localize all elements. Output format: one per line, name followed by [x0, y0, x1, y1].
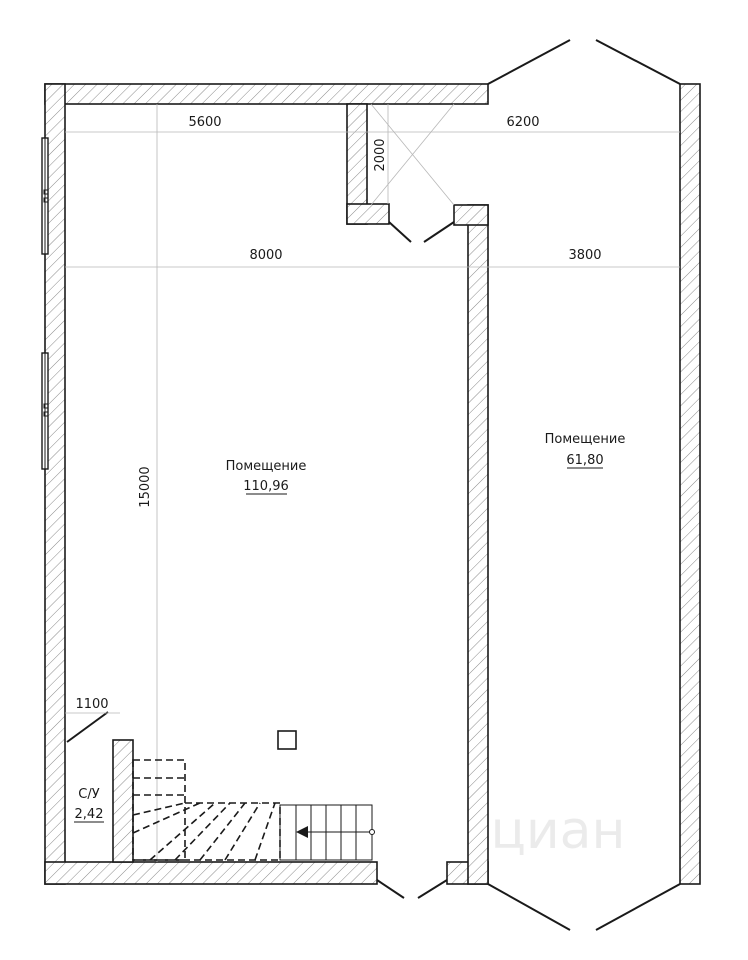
- dim-vestibule: 2000: [373, 138, 388, 171]
- room-main-area: 110,96: [243, 479, 289, 494]
- dim-top-left: 5600: [188, 115, 221, 130]
- dim-room-height: 15000: [138, 466, 153, 507]
- door-vestibule-left: [388, 221, 412, 243]
- windows-left: [41, 137, 49, 470]
- wall-top-left: [44, 83, 489, 105]
- walls: [44, 83, 701, 885]
- wall-right: [679, 83, 701, 885]
- column: [277, 730, 297, 750]
- room-side-name: Помещение: [545, 432, 626, 447]
- door-bottom-right: [417, 879, 448, 899]
- dim-middle-right: 3800: [568, 248, 601, 263]
- bay-lines: [487, 39, 681, 931]
- wall-vestibule-foot: [346, 203, 390, 225]
- dim-middle-left: 8000: [249, 248, 282, 263]
- stairs: [132, 730, 375, 861]
- dimension-lines: [65, 103, 680, 862]
- door-bottom-left: [376, 879, 405, 899]
- watermark-text: циан: [490, 801, 625, 861]
- wall-bottom-left: [44, 861, 378, 885]
- dim-top-right: 6200: [506, 115, 539, 130]
- wall-partition: [467, 204, 489, 885]
- room-wc-name: С/У: [78, 787, 99, 802]
- wall-partition-head: [453, 204, 489, 226]
- wall-wc: [112, 739, 134, 863]
- door-vestibule-right: [423, 221, 455, 243]
- room-wc-area: 2,42: [75, 807, 104, 822]
- room-main-name: Помещение: [226, 459, 307, 474]
- doors: [66, 221, 455, 899]
- dim-bottom-left: 1100: [75, 697, 108, 712]
- room-side-area: 61,80: [566, 453, 603, 468]
- door-wc: [66, 711, 109, 743]
- watermark: циан: [490, 801, 625, 861]
